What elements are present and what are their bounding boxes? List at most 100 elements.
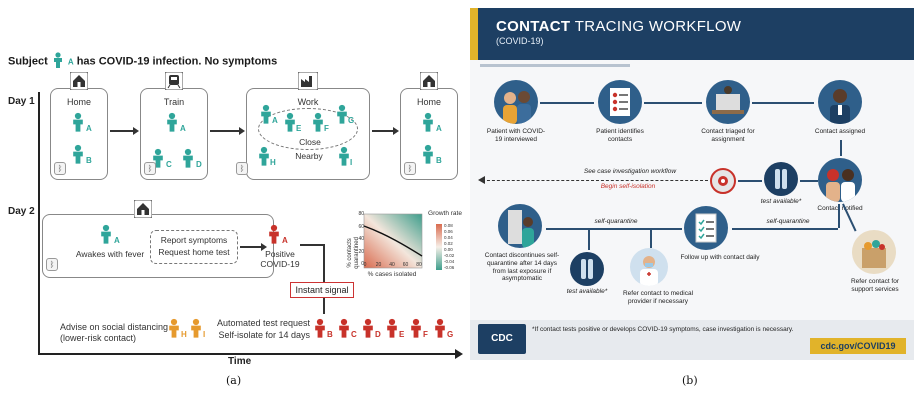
house-icon: [134, 200, 152, 218]
report-symptoms-box: [150, 230, 238, 264]
person-a-icon: [423, 112, 433, 132]
poster-header: [470, 8, 914, 60]
test-kit-image: [570, 252, 604, 286]
person-label: H: [270, 158, 276, 167]
person-a-positive-icon: [269, 224, 279, 244]
advise-text: Advise on social distancing: [60, 322, 169, 332]
house-icon: [70, 72, 88, 90]
test-kit-image: [764, 162, 798, 196]
bluetooth-icon: ᛒ: [46, 258, 58, 271]
person-d-icon: [363, 318, 373, 338]
y-tick-label: 40: [358, 236, 364, 242]
y-tick-label: 20: [358, 248, 364, 255]
person-b-icon: [315, 318, 325, 338]
person-label: I: [350, 158, 353, 167]
instant-signal-box: Instant signal: [290, 282, 354, 298]
heatmap-svg: [363, 213, 442, 270]
isolation-icon: [710, 168, 736, 194]
time-arrowhead: [455, 349, 463, 359]
y-tick-label: 80: [358, 211, 364, 217]
person-label: A: [114, 236, 120, 245]
person-a-icon: [167, 112, 177, 132]
person-label: A: [272, 116, 278, 125]
flow-arrow: [644, 102, 702, 104]
header-accent-stripe: [470, 8, 478, 60]
step-label-triaged: Contact triaged for assignment: [701, 128, 755, 143]
factory-icon: [298, 72, 318, 90]
test-available-label: test available*: [566, 288, 608, 295]
connector-line: [323, 244, 325, 282]
self-quarantine-label-1: self-quarantine: [766, 218, 810, 225]
step-label-identifies: Patient identifies contacts: [596, 128, 644, 143]
location-label: Home: [416, 97, 441, 107]
step-label-refer-medical: Refer contact to medical provider if nec…: [622, 290, 694, 305]
person-h-icon: [169, 318, 179, 338]
legend-tick-label: -0.02: [444, 253, 455, 258]
person-label: F: [324, 124, 329, 133]
daily-followup-image: [684, 206, 728, 250]
flow-arrow: [738, 180, 762, 182]
flow-arrow: [840, 140, 842, 156]
growth-rate-legend: [436, 224, 442, 270]
y-tick-label: 0: [361, 261, 364, 267]
begin-isolation-text: Begin self-isolation: [600, 183, 656, 190]
report-symptoms-text: Report symptoms: [160, 235, 228, 245]
person-c-icon: [153, 148, 163, 168]
step-label-followup: Follow up with contact daily: [680, 254, 760, 261]
person-icon: [53, 52, 63, 71]
location-label: Train: [163, 97, 185, 107]
contact-assigned-image: [818, 80, 862, 124]
cdc-link[interactable]: cdc.gov/COVID19: [810, 338, 906, 354]
person-e-icon: [387, 318, 397, 338]
person-label: B: [436, 156, 442, 165]
contact-notified-image: [818, 158, 862, 202]
person-a-icon: [73, 112, 83, 132]
caption-b: (b): [682, 374, 698, 387]
legend-tick-label: -0.06: [444, 265, 455, 270]
test-available-label: test available*: [760, 198, 802, 205]
person-label: H: [181, 330, 187, 339]
person-label: A: [436, 124, 442, 133]
person-label: E: [296, 124, 302, 133]
x-tick-label: 40: [389, 262, 395, 268]
person-label: D: [196, 160, 202, 169]
person-label: G: [447, 330, 454, 339]
bluetooth-icon: ᛒ: [144, 162, 156, 175]
legend-tick-label: 0.04: [444, 235, 453, 240]
location-label: Work: [297, 97, 319, 107]
person-i-icon: [339, 146, 349, 166]
subject-label: Subject: [8, 55, 48, 68]
poster-footnote: *If contact tests positive or develops C…: [532, 326, 794, 333]
person-label: B: [327, 330, 333, 339]
panel-b-poster: CONTACT TRACING WORKFLOW (COVID-19) Pati…: [470, 8, 914, 360]
x-tick-label: 60: [402, 262, 409, 268]
self-quarantine-label-2: self-quarantine: [594, 218, 638, 225]
close-contact-ellipse: [258, 108, 358, 150]
legend-title: Growth rate: [428, 210, 462, 217]
threshold-curve: [363, 225, 423, 257]
poster-subtitle: (COVID-19): [496, 36, 544, 46]
flow-arrow: [540, 102, 594, 104]
flow-arrow: [546, 228, 682, 230]
request-home-test-text: Request home test: [158, 247, 230, 257]
person-f-icon: [411, 318, 421, 338]
tiny-text-line: [480, 64, 630, 67]
person-label: C: [166, 160, 172, 169]
legend-tick-label: 0.02: [444, 241, 453, 246]
caption-a: (a): [226, 374, 242, 387]
awakes-with-fever-text: Awakes with fever: [75, 249, 145, 259]
covid-label: COVID-19: [260, 259, 300, 269]
person-label: B: [86, 156, 92, 165]
person-label: G: [348, 116, 355, 125]
day2-label: Day 2: [8, 206, 35, 217]
cdc-logo: CDC: [478, 324, 526, 354]
location-label: Home: [66, 97, 91, 107]
connector-line: [300, 244, 324, 246]
day1-label: Day 1: [8, 96, 35, 107]
flow-arrow: [650, 228, 652, 248]
person-label: A: [86, 124, 92, 133]
person-g-icon: [337, 104, 347, 124]
legend-tick-label: 0.06: [444, 229, 453, 234]
person-label: A: [180, 124, 186, 133]
person-c-icon: [339, 318, 349, 338]
